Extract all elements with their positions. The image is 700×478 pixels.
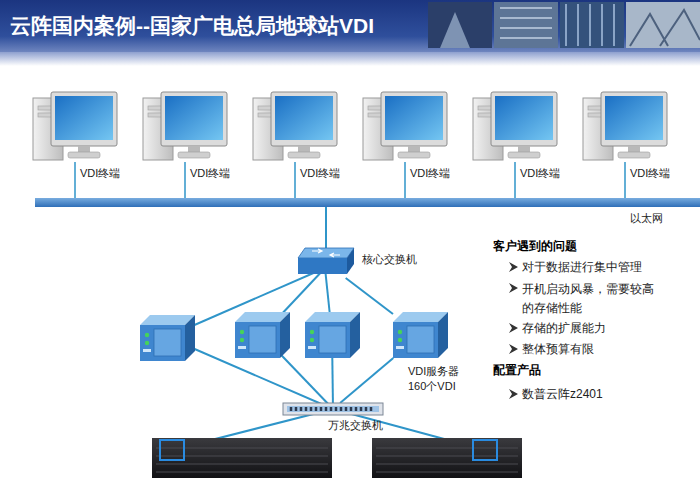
storage-array — [152, 438, 332, 478]
node-label: VDI终端 — [300, 166, 340, 181]
header-photo-detail — [500, 8, 552, 38]
storage-array — [372, 438, 522, 478]
switch-top — [298, 248, 354, 258]
network-link — [514, 162, 516, 198]
vdi-terminal: VDI终端 — [473, 92, 557, 162]
bullet-arrow — [509, 344, 518, 354]
node-label: VDI终端 — [520, 166, 560, 181]
node-label: VDI服务器 160个VDI — [408, 364, 468, 394]
network-link — [74, 162, 76, 198]
bullet-arrow — [509, 283, 518, 293]
node-label: 万兆交换机 — [328, 418, 383, 433]
node-label: VDI终端 — [190, 166, 230, 181]
header-photo-detail — [566, 4, 614, 46]
header-photo — [428, 2, 492, 48]
bullet-item: 对于数据进行集中管理 — [522, 259, 642, 275]
header-photo — [494, 2, 558, 48]
bullet-arrow — [509, 389, 518, 399]
pc-illustration — [33, 92, 117, 160]
network-link — [184, 162, 186, 198]
bullet-item: 整体预算有限 — [522, 341, 594, 357]
vdi-terminal: VDI终端 — [363, 92, 447, 162]
vdi-server: VDI服务器 160个VDI — [393, 312, 448, 358]
bullet-item: 数普云阵z2401 — [522, 386, 603, 402]
header-fade — [0, 52, 700, 66]
section-heading: 客户遇到的问题 — [493, 238, 577, 254]
pc-illustration — [143, 92, 227, 160]
bullet-arrow — [509, 323, 518, 333]
server-illustration — [140, 315, 195, 361]
network-link — [346, 278, 393, 314]
ten-gig-switch: 万兆交换机 — [283, 403, 383, 415]
section-heading: 配置产品 — [493, 362, 541, 378]
header-photo-detail — [630, 10, 700, 46]
storage-highlight — [160, 440, 184, 460]
storage-highlight — [473, 440, 497, 460]
pc-illustration — [253, 92, 337, 160]
bullet-item: 存储的扩展能力 — [522, 320, 606, 336]
pc-illustration — [583, 92, 667, 160]
header-photo — [560, 2, 624, 48]
node-label: 以太网 — [630, 211, 663, 226]
vdi-terminal: VDI终端 — [143, 92, 227, 162]
server-illustration — [235, 312, 290, 358]
bullet-item: 开机启动风暴，需要较高的存储性能 — [522, 280, 656, 317]
network-link — [404, 162, 406, 198]
page-title: 云阵国内案例--国家广电总局地球站VDI — [10, 12, 374, 40]
switch-side — [347, 248, 354, 274]
header-photo — [626, 2, 700, 48]
pc-illustration — [363, 92, 447, 160]
vdi-terminal: VDI终端 — [253, 92, 337, 162]
network-link — [624, 162, 626, 198]
node-label: VDI终端 — [630, 166, 670, 181]
ten-gig-switch — [283, 403, 383, 415]
server-illustration — [305, 312, 360, 358]
switch-front — [298, 258, 347, 274]
switch-arrows — [312, 249, 340, 257]
network-link — [294, 162, 296, 198]
vdi-terminal: VDI终端 — [583, 92, 667, 162]
network-link — [340, 358, 393, 403]
pc-illustration — [473, 92, 557, 160]
node-label: 核心交换机 — [362, 252, 417, 267]
network-link — [325, 207, 327, 248]
core-switch: 核心交换机 — [298, 248, 354, 278]
node-label: VDI终端 — [410, 166, 450, 181]
switch-ports — [291, 407, 371, 411]
ethernet-bus: 以太网 — [35, 198, 700, 207]
node-label: VDI终端 — [80, 166, 120, 181]
vdi-terminal: VDI终端 — [33, 92, 117, 162]
header-photo-detail — [440, 12, 470, 48]
switch-port-strip — [287, 406, 379, 412]
header-band — [0, 0, 700, 52]
server-illustration — [393, 312, 448, 358]
bullet-arrow — [509, 262, 518, 272]
